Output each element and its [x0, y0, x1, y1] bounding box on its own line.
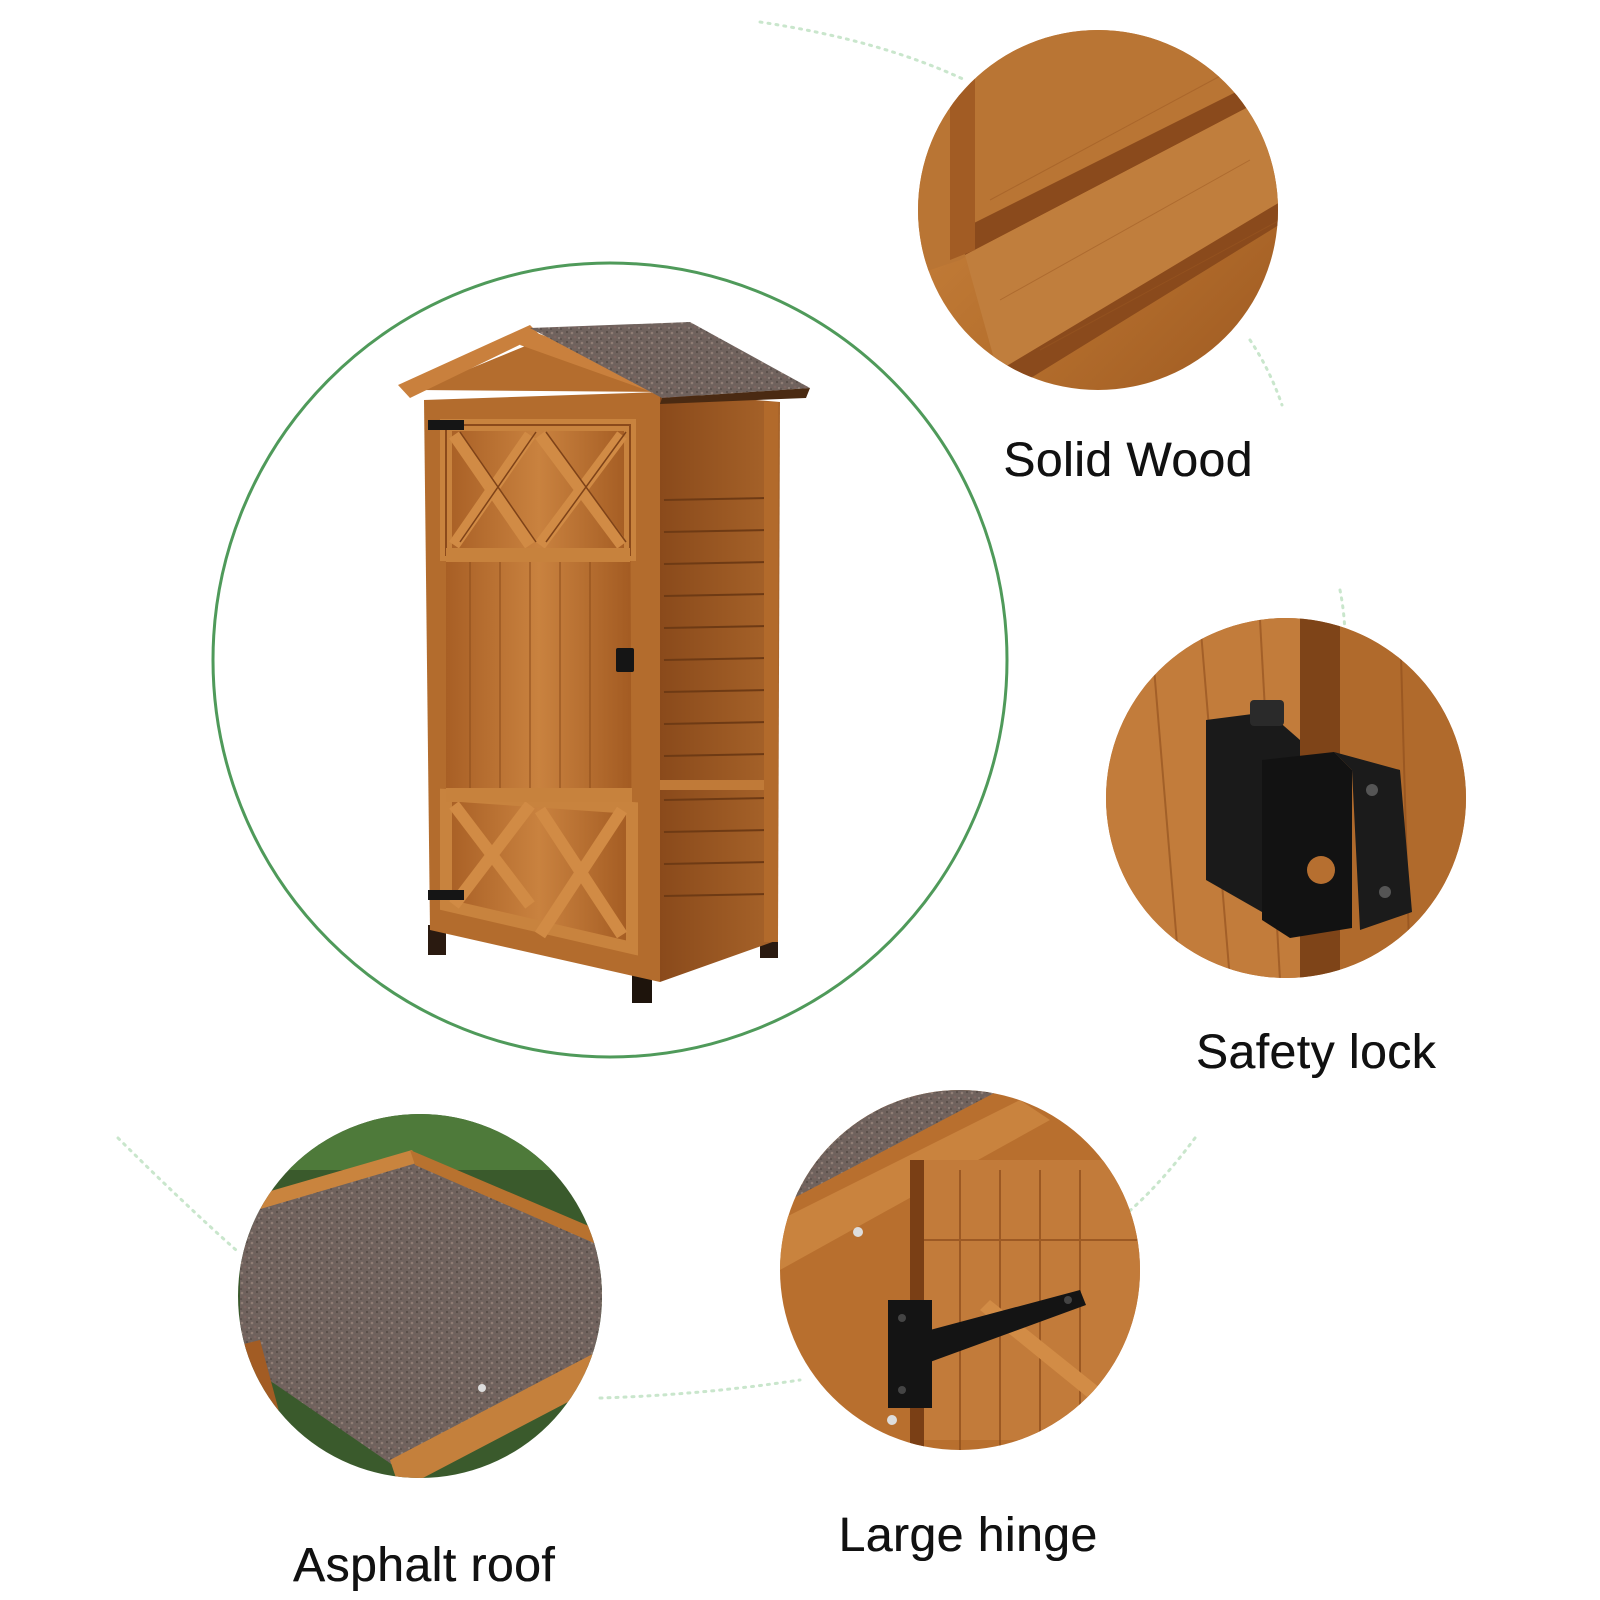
large-hinge-label: Large hinge: [838, 1509, 1098, 1562]
shed-illustration: [398, 322, 810, 1003]
solid-wood-detail-image: [918, 30, 1278, 390]
asphalt-roof-detail-image: [238, 1114, 602, 1478]
asphalt-roof-label: Asphalt roof: [292, 1539, 556, 1592]
safety-lock-label: Safety lock: [1195, 1026, 1437, 1079]
dotted-connectors: [116, 20, 1347, 1400]
safety-lock-detail-image: [1106, 618, 1466, 978]
solid-wood-label: Solid Wood: [1003, 434, 1253, 487]
main-product-ring: [211, 261, 1009, 1059]
large-hinge-detail-image: [780, 1090, 1140, 1450]
